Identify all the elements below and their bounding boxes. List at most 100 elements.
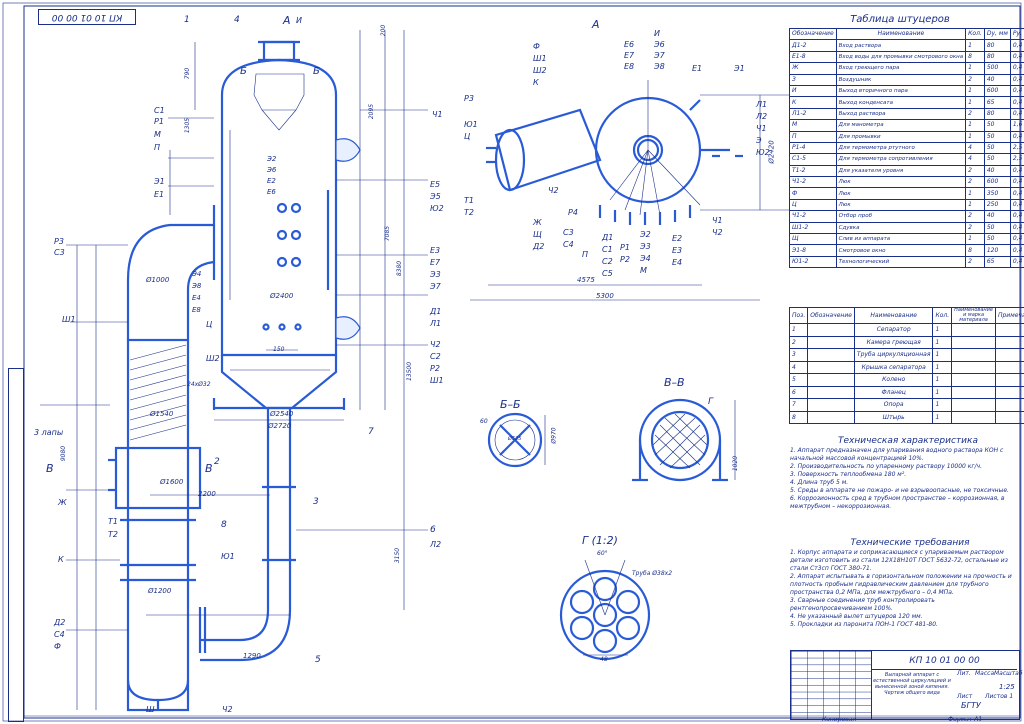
va-label-t2: Т2 bbox=[464, 208, 474, 217]
spec-col-pos: Поз. bbox=[788, 307, 809, 324]
label-p1: Р1 bbox=[154, 117, 164, 126]
col-qty: Кол. bbox=[965, 27, 985, 41]
bb-inner-diameter: Ø525 bbox=[508, 436, 522, 442]
spec-cell: Колено bbox=[853, 373, 934, 387]
part-5: 5 bbox=[315, 655, 321, 665]
va-label-ch1: Ч1 bbox=[756, 124, 767, 133]
part-8: 8 bbox=[221, 520, 227, 530]
spec-cell: Сепаратор bbox=[853, 323, 934, 337]
va-label-zh: Ж bbox=[533, 218, 542, 227]
nozzle-cell: Ц bbox=[789, 198, 837, 212]
nozzle-cell: 250 bbox=[983, 198, 1011, 212]
tech-char-item: 4. Длина труб 5 м. bbox=[790, 479, 849, 486]
nozzle-cell: 120 bbox=[983, 244, 1011, 257]
col-name: Наименование bbox=[835, 27, 967, 41]
va-label-l1: Л1 bbox=[756, 100, 768, 109]
nozzle-cell: 0,4 bbox=[1009, 130, 1024, 143]
label-e4: Э4 bbox=[192, 270, 202, 278]
nozzle-cell: 1 bbox=[965, 130, 985, 143]
nozzle-cell: Е1-8 bbox=[789, 50, 837, 64]
nozzle-cell: 65 bbox=[983, 255, 1011, 269]
nozzle-cell: 1 bbox=[965, 198, 985, 212]
dim-13500: 13500 bbox=[406, 361, 414, 382]
dia-1000: Ø1000 bbox=[146, 276, 170, 284]
nozzle-cell: 1 bbox=[965, 119, 985, 132]
nozzle-cell: Л1-2 bbox=[789, 107, 837, 121]
dim-600: 150 bbox=[273, 346, 285, 353]
spec-col-note: Примечание bbox=[994, 307, 1024, 324]
nozzle-cell: 0,4 bbox=[1009, 39, 1024, 52]
dim-7085: 7085 bbox=[384, 225, 392, 242]
spec-cell: Фланец bbox=[853, 385, 934, 399]
va-label-yu2: Ю2 bbox=[756, 148, 770, 157]
label-sh1: Ш1 bbox=[62, 315, 76, 324]
label-ye6: Е6 bbox=[267, 188, 276, 196]
spec-col-material: Наименование и марка материала bbox=[951, 307, 996, 324]
label-ye5: Е5 bbox=[430, 180, 441, 189]
tech-char-item: 5. Среды в аппарате не пожаро- и не взры… bbox=[790, 487, 1009, 494]
va-dim-5300: 5300 bbox=[596, 292, 614, 300]
part-2: 2 bbox=[214, 457, 220, 467]
tech-req-item: 5. Прокладки из паронита ПОН-1 ГОСТ 481-… bbox=[790, 621, 938, 628]
nozzle-cell: Д1-2 bbox=[789, 39, 837, 52]
nozzle-cell: 600 bbox=[983, 84, 1011, 98]
tech-char-list: 1. Аппарат предназначен для упаривания в… bbox=[790, 447, 1018, 511]
spec-cell bbox=[807, 373, 855, 387]
section-vv bbox=[632, 398, 736, 482]
nozzle-table-title: Таблица штуцеров bbox=[850, 14, 950, 25]
tech-req-item: 2. Аппарат испытывать в горизонтальном п… bbox=[790, 573, 1012, 596]
va-label-ye1: Е1 bbox=[692, 64, 703, 73]
nozzle-cell: Ф bbox=[789, 187, 837, 200]
spec-cell bbox=[807, 323, 855, 337]
va-label-ye2: Е2 bbox=[672, 234, 683, 243]
nozzle-cell: 0,4 bbox=[1009, 84, 1024, 98]
detail-g bbox=[559, 559, 651, 661]
holes-24x32: 24xØ32 bbox=[187, 381, 211, 388]
nozzle-cell: 4 bbox=[965, 153, 985, 166]
spec-cell bbox=[994, 323, 1024, 337]
va-label-shch: Щ bbox=[533, 230, 542, 239]
mark-b-right: Б bbox=[313, 66, 320, 77]
label-d1: Д1 bbox=[430, 307, 442, 316]
nozzle-cell: 1 bbox=[965, 233, 985, 246]
spec-cell bbox=[951, 360, 996, 374]
tech-req-item: 3. Сварные соединения труб контролироват… bbox=[790, 597, 935, 612]
label-m: М bbox=[154, 130, 161, 139]
va-label-c5: С5 bbox=[602, 269, 613, 278]
va-label-i: И bbox=[654, 29, 660, 38]
spec-cell bbox=[951, 348, 996, 362]
label-e8: Э8 bbox=[192, 282, 202, 290]
nozzle-cell: 0,4 bbox=[1009, 96, 1024, 109]
nozzle-cell: 0,4 bbox=[1009, 73, 1024, 86]
label-ts: Ц bbox=[206, 320, 213, 329]
bb-angle: 60 bbox=[480, 418, 488, 425]
mark-b-left: Б bbox=[240, 66, 247, 77]
nozzle-cell: 350 bbox=[983, 187, 1011, 200]
nozzle-cell: Люк bbox=[835, 187, 967, 200]
nozzle-cell: 40 bbox=[983, 73, 1011, 86]
label-ye8: Е8 bbox=[192, 306, 201, 314]
tech-char-title: Техническая характеристика bbox=[838, 436, 978, 446]
nozzle-cell: Щ bbox=[789, 233, 837, 246]
label-ye1: Е1 bbox=[154, 190, 165, 199]
footer-format: Формат А1 bbox=[948, 716, 983, 723]
nozzle-cell: 2 bbox=[965, 210, 985, 223]
va-label-m: М bbox=[640, 266, 647, 275]
nozzle-cell: Выход конденсата bbox=[835, 96, 967, 109]
va-label-e3: Э3 bbox=[640, 242, 651, 251]
g-pipe: Труба Ø38x2 bbox=[632, 570, 673, 577]
spec-table: Поз. Обозначение Наименование Кол. Наиме… bbox=[788, 307, 1024, 424]
va-label-ye4: Е4 bbox=[672, 258, 683, 267]
spec-table-header: Поз. Обозначение Наименование Кол. Наиме… bbox=[788, 307, 1024, 324]
nozzle-cell: 2 bbox=[965, 176, 985, 189]
nozzle-cell: 80 bbox=[983, 50, 1011, 64]
va-label-ch2b: Ч2 bbox=[712, 228, 723, 237]
title-block-scale-label: Масштаб bbox=[994, 670, 1023, 677]
dia-2400: Ø2400 bbox=[270, 292, 294, 300]
spec-cell bbox=[951, 398, 996, 412]
spec-cell bbox=[807, 398, 855, 412]
